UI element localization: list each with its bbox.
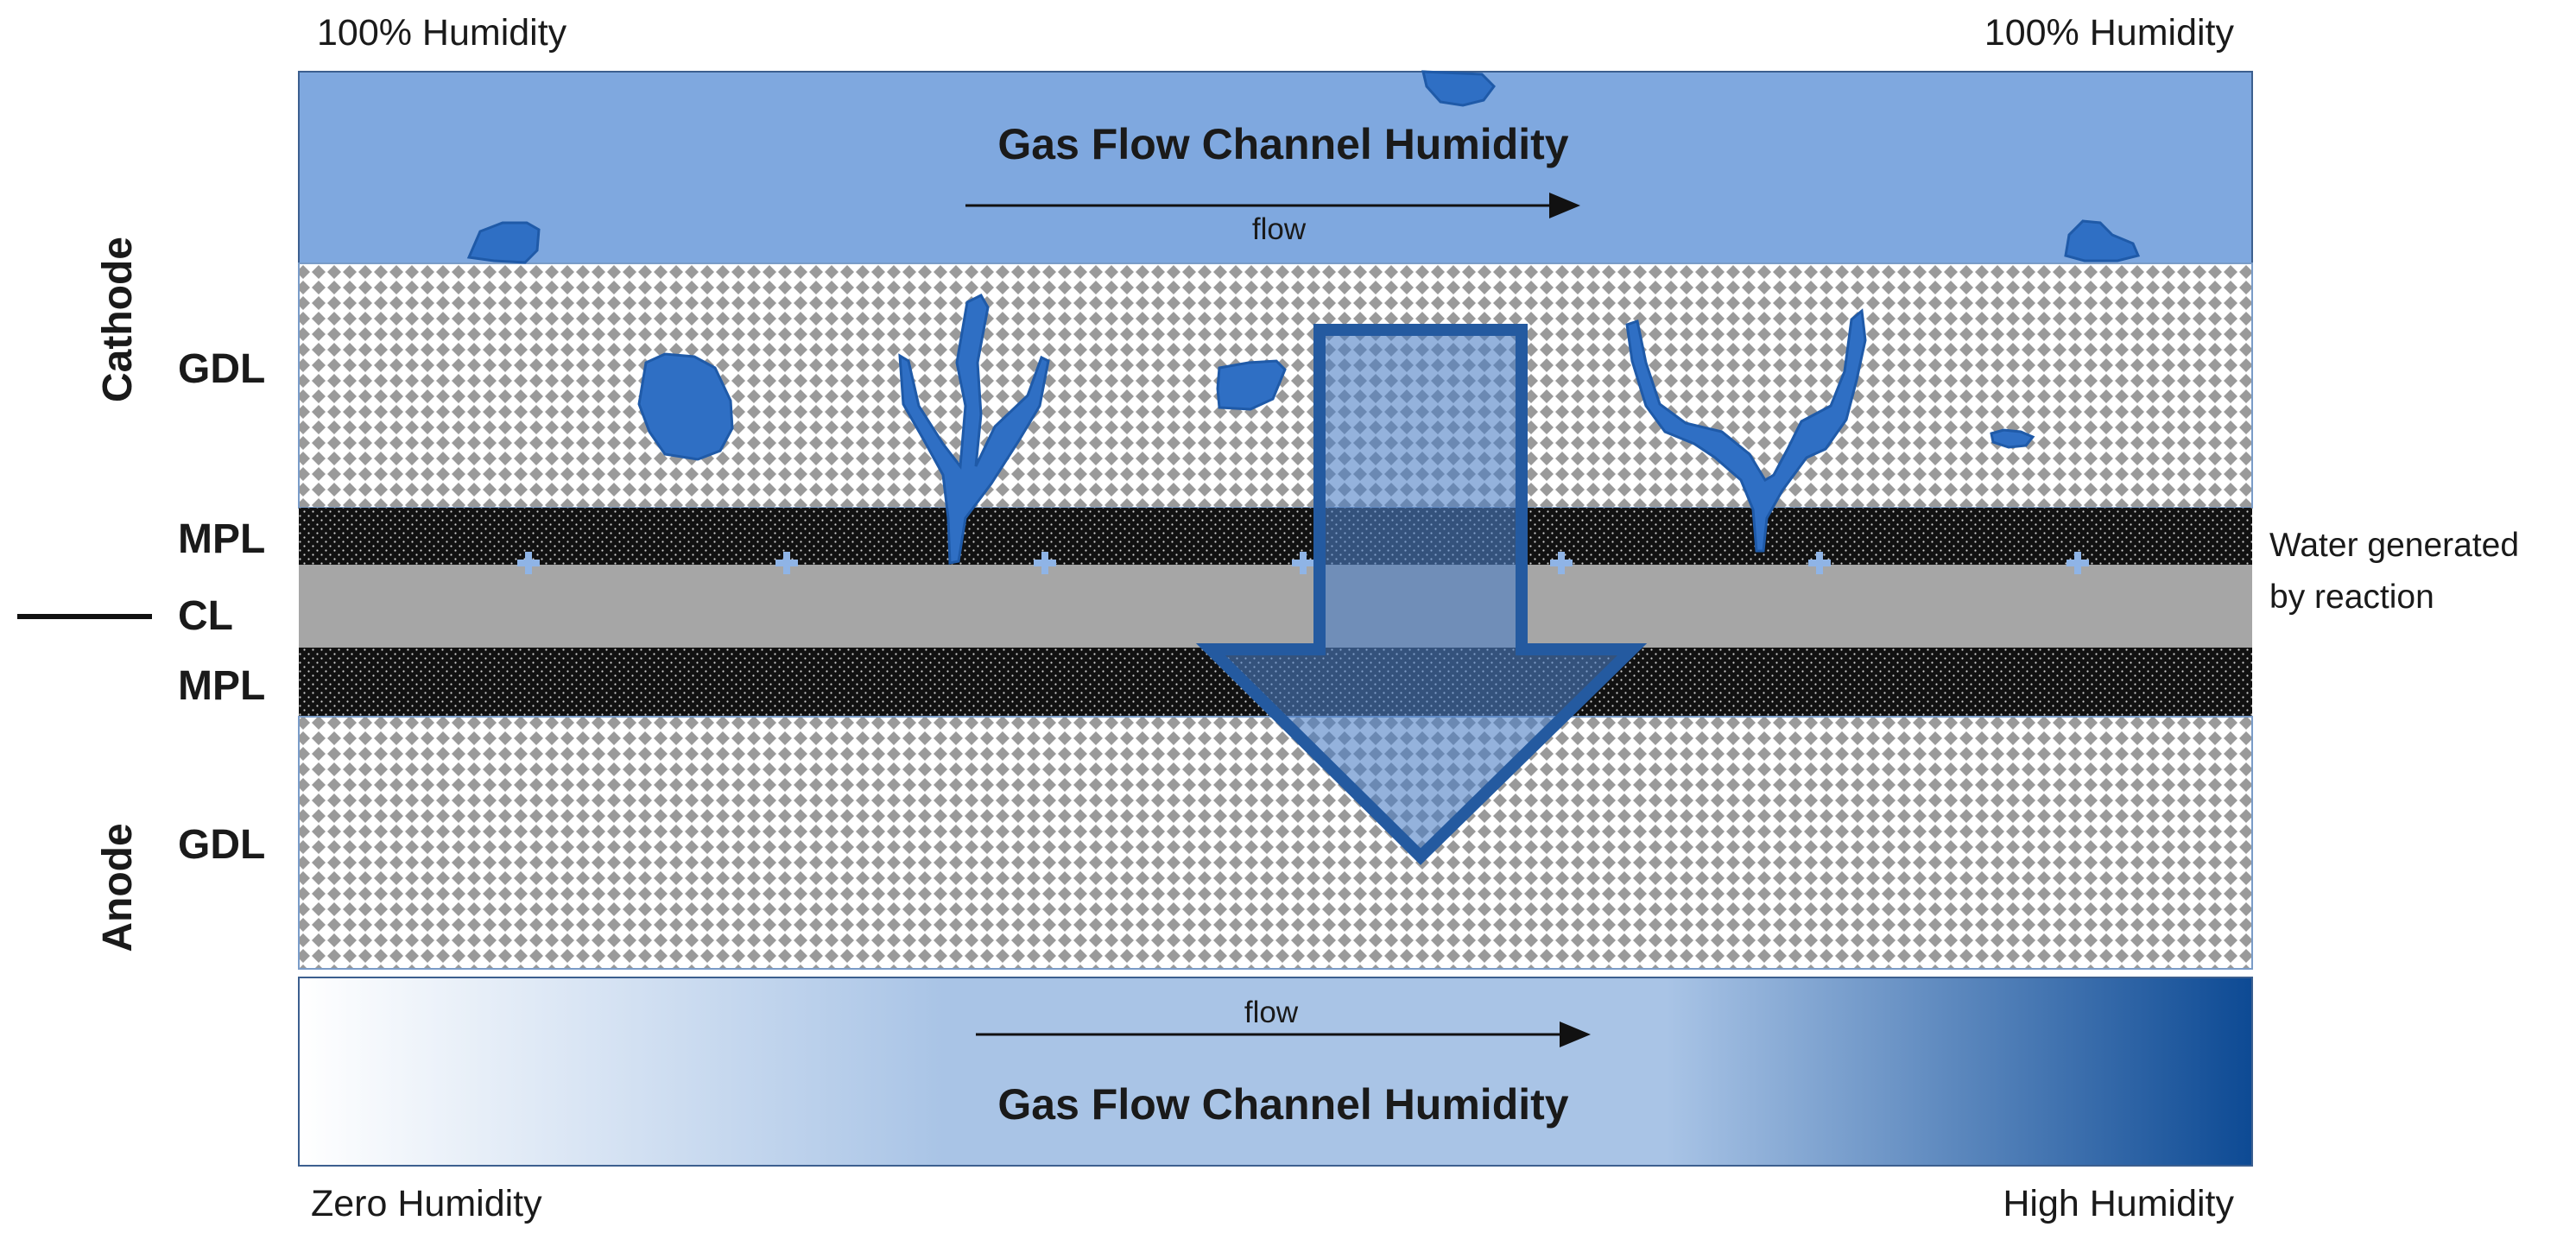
anode-gas-channel: [298, 977, 2253, 1167]
cathode-flow-label: flow: [1252, 212, 1307, 246]
cathode-mpl-label: MPL: [178, 516, 265, 562]
anode-gdl-label: GDL: [178, 822, 265, 868]
cathode-gas-channel: [298, 71, 2253, 264]
cathode-side-label: Cathode: [95, 237, 141, 402]
water-generation-marker: [2066, 552, 2089, 574]
top-right-humidity-label: 100% Humidity: [1984, 12, 2235, 54]
gdl-water-finger: [1625, 308, 1867, 553]
gdl-water-finger: [898, 294, 1050, 565]
water-generation-markers: [517, 552, 2089, 574]
cathode-channel-title: Gas Flow Channel Humidity: [997, 120, 1568, 168]
channel-water-droplet: [1421, 70, 1496, 107]
water-generation-marker: [1292, 552, 1314, 574]
anode-gdl-layer: [298, 716, 2253, 970]
water-generation-marker: [1550, 552, 1573, 574]
water-note-line1: Water generated: [2269, 527, 2519, 564]
anode-mpl-label: MPL: [178, 663, 265, 709]
water-generation-marker: [517, 552, 540, 574]
gdl-water-droplet: [1216, 359, 1287, 411]
water-generation-marker: [1034, 552, 1056, 574]
water-generation-marker: [775, 552, 798, 574]
bottom-left-humidity-label: Zero Humidity: [311, 1183, 542, 1224]
cl-label: CL: [178, 593, 233, 639]
water-generation-marker: [1808, 552, 1831, 574]
catalyst-layer: [299, 565, 2252, 648]
channel-water-droplet: [466, 221, 541, 264]
channel-water-droplet: [2064, 219, 2141, 262]
anode-channel-title: Gas Flow Channel Humidity: [997, 1080, 1568, 1129]
top-left-humidity-label: 100% Humidity: [317, 12, 567, 54]
bottom-right-humidity-label: High Humidity: [2003, 1183, 2234, 1224]
gdl-water-droplet: [1990, 428, 2035, 449]
anode-flow-label: flow: [1244, 996, 1299, 1029]
water-note-line2: by reaction: [2269, 579, 2434, 616]
gdl-water-droplet: [637, 352, 734, 461]
cathode-gdl-label: GDL: [178, 346, 265, 392]
anode-side-label: Anode: [95, 823, 141, 952]
cathode-mpl-layer: [299, 508, 2252, 565]
back-diffusion-arrow: [1195, 324, 1648, 865]
